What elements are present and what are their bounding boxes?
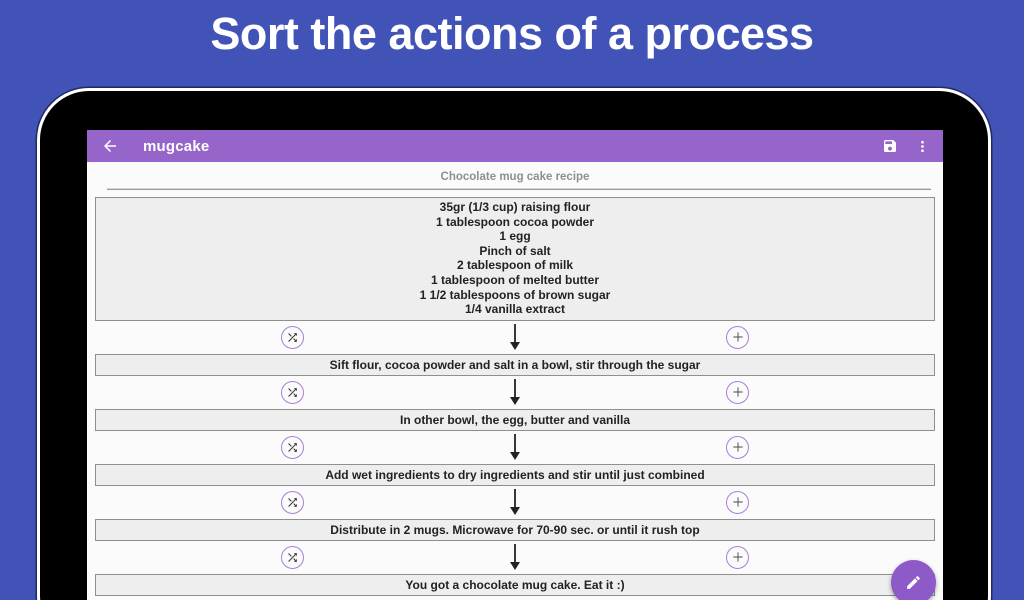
connector-row [87,541,943,574]
add-step-icon[interactable] [726,490,749,514]
ingredient-line: 1 egg [499,229,531,244]
back-icon[interactable] [101,137,119,155]
ingredients-box[interactable]: 35gr (1/3 cup) raising flour 1 tablespoo… [95,197,935,321]
save-icon[interactable] [882,138,898,154]
down-arrow-icon [508,488,522,516]
ingredient-line: 2 tablespoon of milk [456,258,573,273]
down-arrow-icon [508,543,522,571]
recipe-title: Chocolate mug cake recipe [440,171,590,183]
step-box[interactable]: Add wet ingredients to dry ingredients a… [95,463,935,486]
app-bar: mugcake [87,130,943,162]
connector-row [87,486,943,519]
shuffle-icon[interactable] [281,490,304,514]
shuffle-icon[interactable] [281,545,304,569]
down-arrow-icon [508,323,522,351]
step-box[interactable]: Distribute in 2 mugs. Microwave for 70-9… [95,518,935,541]
add-step-icon[interactable] [726,545,749,569]
step-box[interactable]: You got a chocolate mug cake. Eat it :) [95,573,935,596]
ingredient-line: 1 tablespoon cocoa powder [435,214,595,229]
connector-row [87,431,943,464]
add-step-icon[interactable] [726,380,749,404]
page-title: Sort the actions of a process [210,8,814,59]
app-screen: mugcake Chocolate mug cake recipe 35gr (… [87,130,943,600]
step-box[interactable]: In other bowl, the egg, butter and vanil… [95,408,935,431]
shuffle-icon[interactable] [281,435,304,459]
ingredient-line: 1 tablespoon of melted butter [430,272,599,287]
shuffle-icon[interactable] [281,380,304,404]
pencil-icon [905,574,922,591]
add-step-icon[interactable] [726,435,749,459]
connector-row [87,376,943,409]
down-arrow-icon [508,433,522,461]
ingredient-line: 35gr (1/3 cup) raising flour [439,200,591,214]
down-arrow-icon [508,378,522,406]
step-box[interactable]: Sift flour, cocoa powder and salt in a b… [95,353,935,376]
shuffle-icon[interactable] [281,325,304,349]
edit-fab[interactable] [891,560,936,600]
app-bar-title: mugcake [143,137,210,155]
connector-row [87,321,943,354]
recipe-title-divider [107,188,931,190]
ingredient-line: 1/4 vanilla extract [464,302,566,317]
ingredient-line: Pinch of salt [479,243,551,258]
tablet-frame: mugcake Chocolate mug cake recipe 35gr (… [37,88,991,600]
ingredient-line: 1 1/2 tablespoons of brown sugar [419,287,611,302]
overflow-menu-icon[interactable] [914,138,931,155]
add-step-icon[interactable] [726,325,749,349]
